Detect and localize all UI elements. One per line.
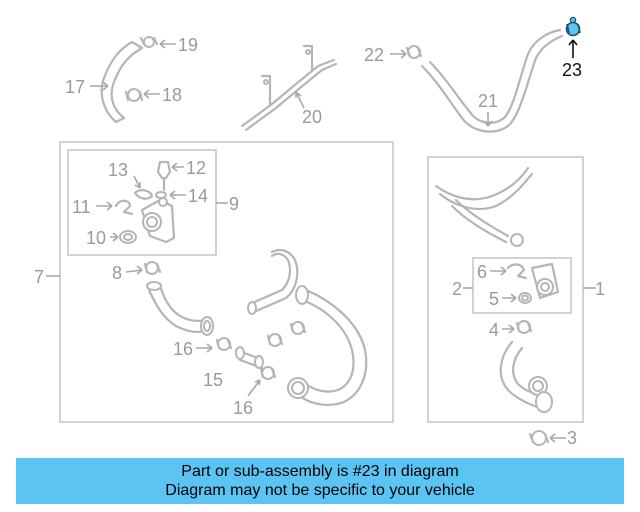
oring-10 xyxy=(119,230,137,244)
parts-diagram: 1 2 3 4 5 6 7 8 9 10 11 12 13 14 15 16 1… xyxy=(34,16,605,448)
callout-15: 15 xyxy=(203,370,223,390)
callout-23[interactable]: 23 xyxy=(562,60,582,80)
callout-14: 14 xyxy=(188,186,208,206)
outlet-housing-9 xyxy=(140,197,176,244)
callout-16b: 16 xyxy=(233,398,253,418)
clamp-22 xyxy=(405,45,423,59)
oring-5 xyxy=(518,292,532,304)
callout-8: 8 xyxy=(112,263,122,283)
clamp-23[interactable] xyxy=(565,16,581,37)
callout-22: 22 xyxy=(364,45,384,65)
callout-18: 18 xyxy=(162,85,182,105)
hose-21 xyxy=(420,28,564,133)
washer-14 xyxy=(155,191,167,199)
callout-6: 6 xyxy=(477,262,487,282)
hose-17 xyxy=(100,40,144,124)
clamp-19 xyxy=(139,36,159,48)
banner-line-1: Part or sub-assembly is #23 in diagram xyxy=(181,463,459,480)
callout-5: 5 xyxy=(489,289,499,309)
clip-11 xyxy=(114,199,134,216)
banner-line-2: Diagram may not be specific to your vehi… xyxy=(165,482,475,499)
callout-1: 1 xyxy=(595,279,605,299)
clamp-16a xyxy=(215,337,233,351)
callout-19: 19 xyxy=(178,35,198,55)
callout-21: 21 xyxy=(478,91,498,111)
hose-box1-upper xyxy=(434,166,534,244)
cap-box1 xyxy=(510,233,524,247)
callout-12: 12 xyxy=(186,158,206,178)
callout-9: 9 xyxy=(229,194,239,214)
assembly-box-7 xyxy=(59,141,394,423)
callout-20: 20 xyxy=(302,107,322,127)
info-banner: Part or sub-assembly is #23 in diagram D… xyxy=(16,458,624,504)
clip-6 xyxy=(506,263,528,280)
hose-large xyxy=(287,285,368,406)
outlet-housing-2 xyxy=(530,262,560,300)
subassembly-box-2 xyxy=(472,257,572,314)
clamp-hose-upper xyxy=(266,333,284,347)
callout-13: 13 xyxy=(108,160,128,180)
bracket-20 xyxy=(240,44,338,132)
clamp-hose-mid xyxy=(289,321,307,335)
callout-7: 7 xyxy=(34,267,44,287)
callout-17: 17 xyxy=(65,77,85,97)
assembly-box-1 xyxy=(427,156,584,423)
clamp-4 xyxy=(515,320,533,334)
clamp-18 xyxy=(124,88,144,102)
clip-13 xyxy=(133,189,154,200)
hose-upper-7 xyxy=(146,281,214,336)
callout-16a: 16 xyxy=(173,339,193,359)
callout-4: 4 xyxy=(489,320,499,340)
clamp-16b xyxy=(259,366,277,380)
clamp-3 xyxy=(528,430,550,446)
hose-box1-lower xyxy=(499,340,553,413)
pipe-upper xyxy=(247,248,299,315)
callout-3: 3 xyxy=(567,428,577,448)
callout-11: 11 xyxy=(72,197,91,217)
connector-15 xyxy=(234,346,264,370)
callout-2: 2 xyxy=(452,279,462,299)
callout-10: 10 xyxy=(86,228,106,248)
clamp-8 xyxy=(143,261,162,275)
sensor-12 xyxy=(156,160,172,192)
